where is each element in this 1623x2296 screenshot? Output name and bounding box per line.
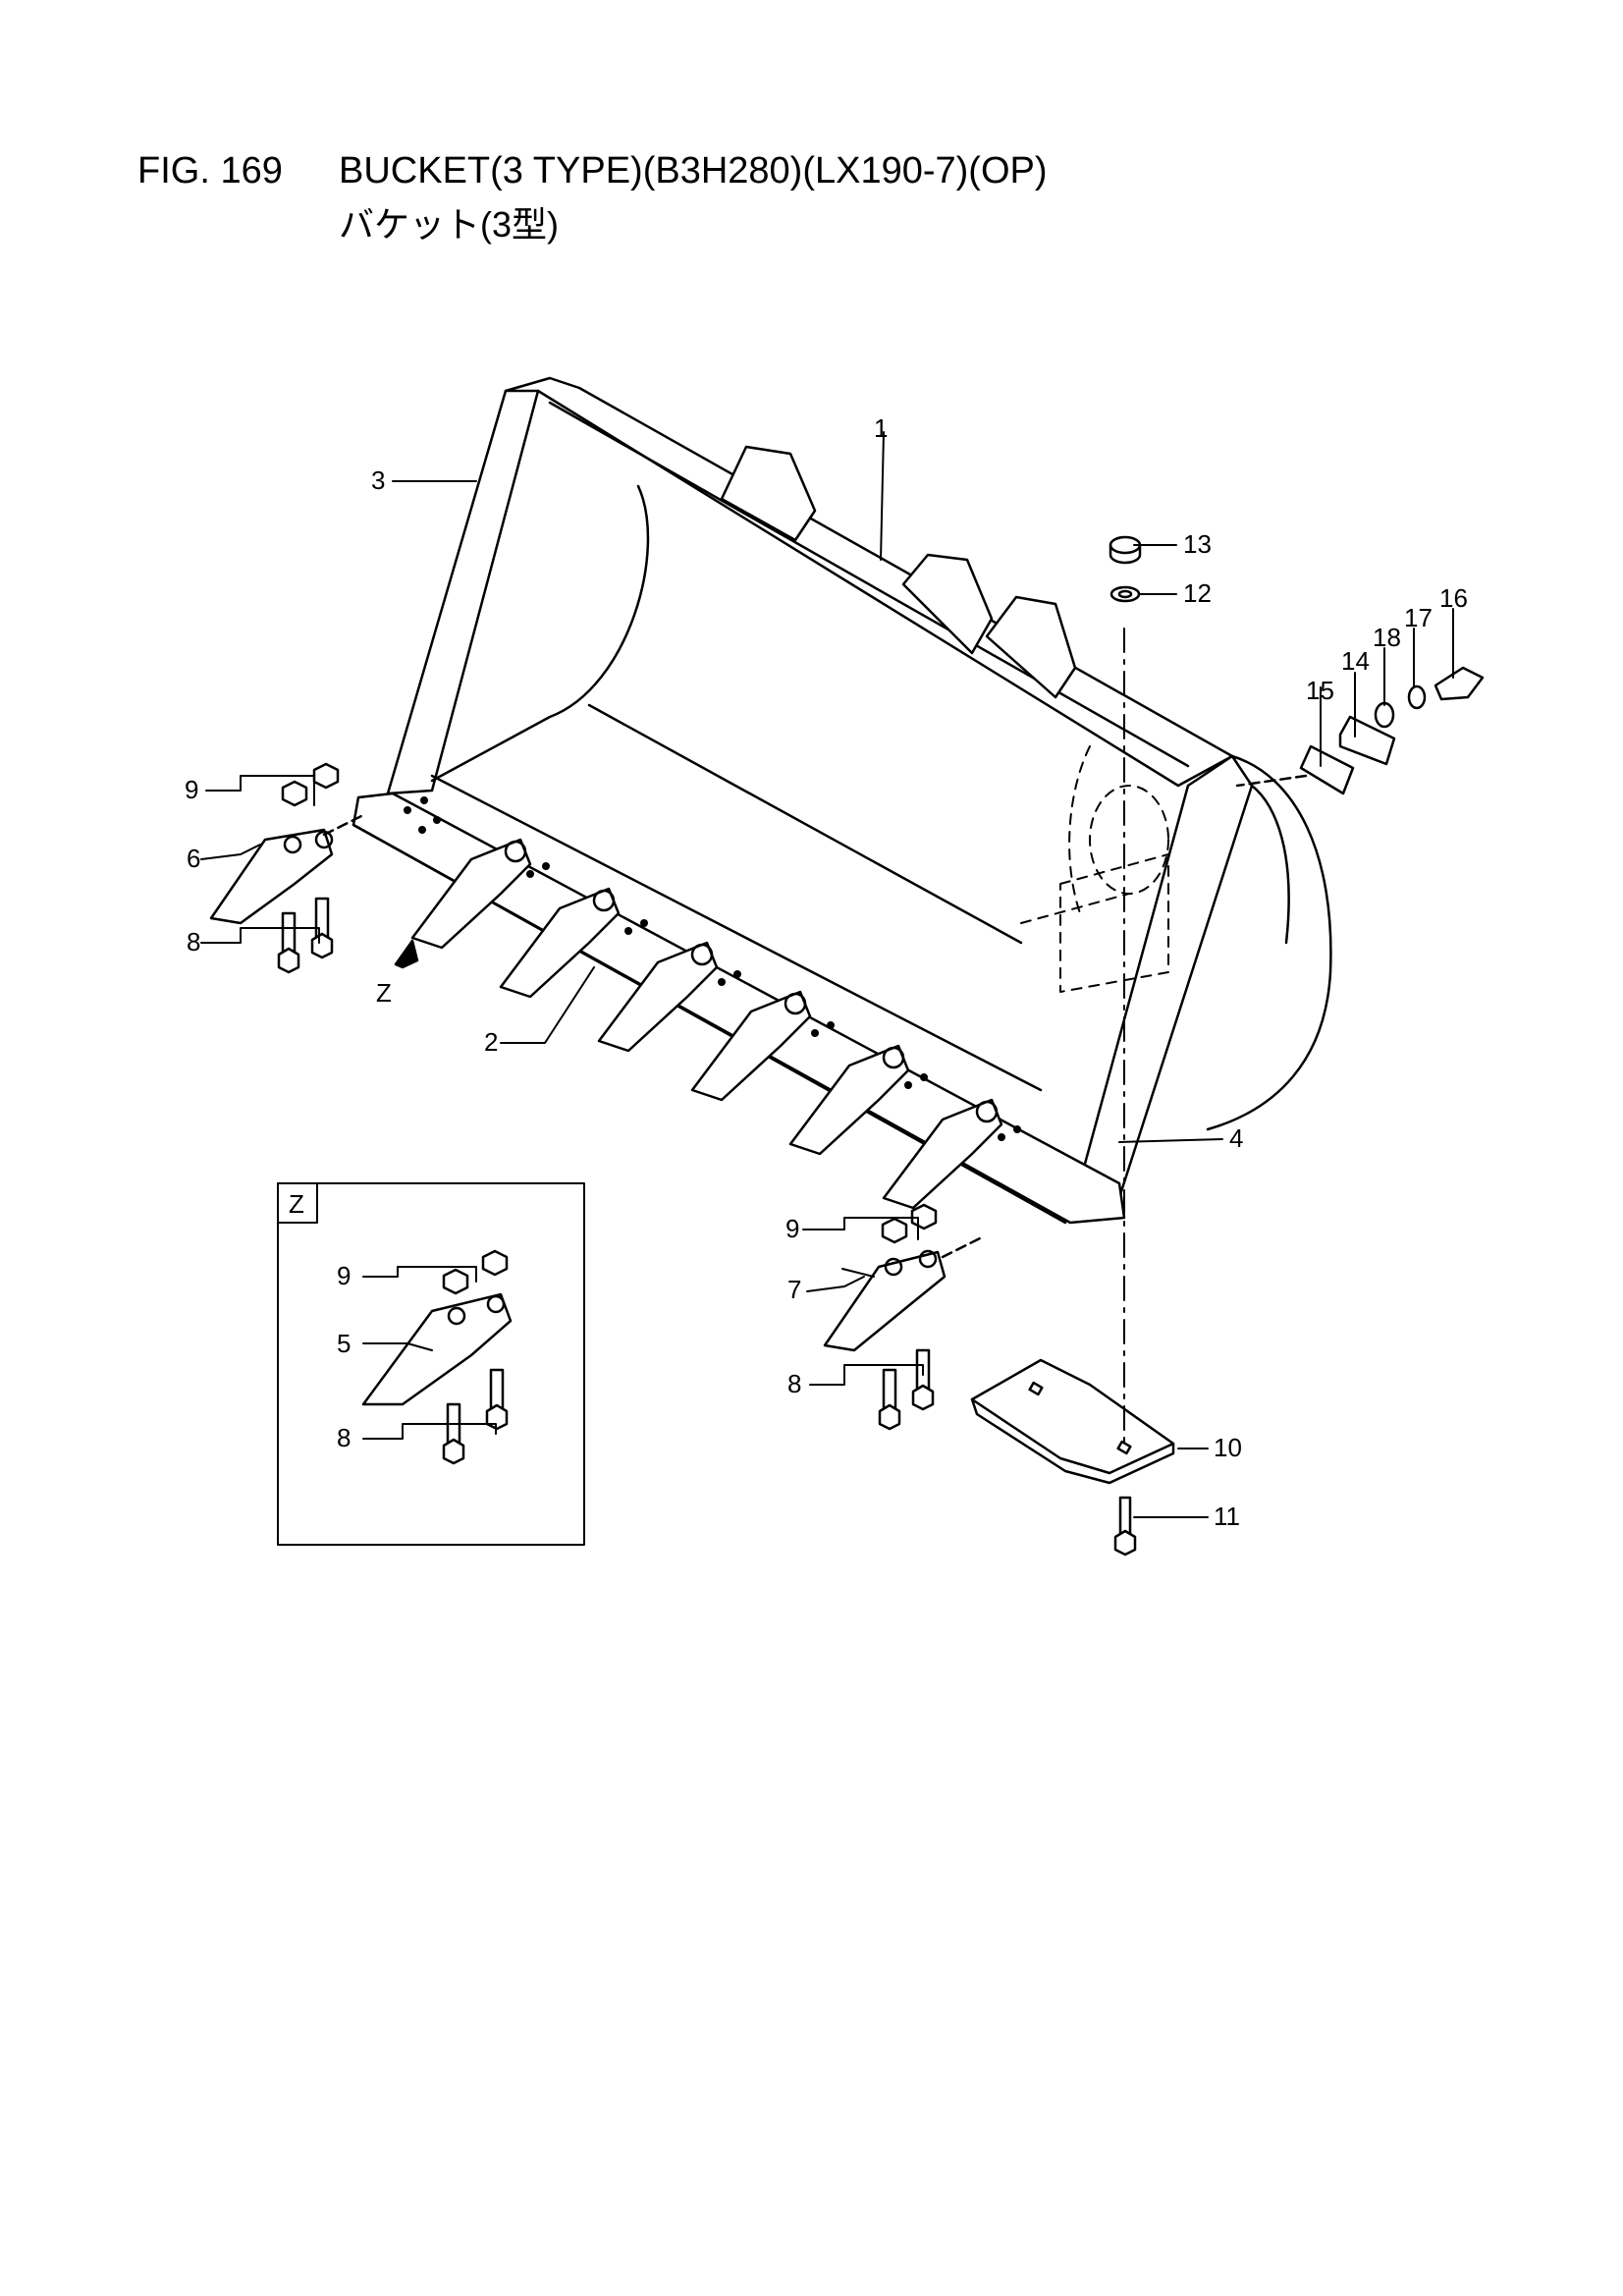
callout-13: 13 bbox=[1183, 529, 1212, 559]
detail-box-label: Z bbox=[289, 1189, 304, 1219]
callout-9-right: 9 bbox=[785, 1214, 799, 1243]
detail-box-z bbox=[277, 1182, 585, 1546]
callout-15: 15 bbox=[1306, 676, 1334, 705]
nut-and-washer bbox=[1109, 535, 1142, 603]
callout-9-detail: 9 bbox=[337, 1261, 351, 1290]
bucket-body bbox=[352, 376, 1332, 1225]
view-z-arrow bbox=[394, 939, 419, 969]
figure-subtitle: バケット(3型) bbox=[339, 204, 559, 245]
edge-holes bbox=[404, 796, 1021, 1141]
callout-2: 2 bbox=[484, 1027, 498, 1057]
right-tooth-assembly bbox=[823, 1203, 984, 1431]
callout-8-right: 8 bbox=[787, 1369, 801, 1398]
callout-5: 5 bbox=[337, 1329, 351, 1358]
view-z-label: Z bbox=[376, 978, 392, 1008]
callout-11: 11 bbox=[1214, 1502, 1240, 1531]
callout-18: 18 bbox=[1373, 623, 1401, 652]
callout-16: 16 bbox=[1439, 583, 1468, 613]
callout-4: 4 bbox=[1229, 1123, 1243, 1153]
callout-10: 10 bbox=[1214, 1433, 1242, 1462]
side-plate-hardware bbox=[1235, 666, 1485, 795]
callout-3: 3 bbox=[371, 465, 385, 495]
callout-9-left: 9 bbox=[185, 775, 198, 804]
callout-numbers: 1 2 3 4 5 6 7 8 8 8 9 9 9 10 11 12 13 14… bbox=[185, 413, 1468, 1531]
wear-plate-assembly bbox=[970, 628, 1175, 1557]
figure-title: BUCKET(3 TYPE)(B3H280)(LX190-7)(OP) bbox=[339, 150, 1048, 191]
bucket-teeth bbox=[410, 838, 1003, 1210]
callout-17: 17 bbox=[1404, 603, 1433, 632]
leader-lines bbox=[200, 431, 1454, 1518]
figure-number: FIG. 169 bbox=[137, 150, 283, 191]
left-tooth-assembly bbox=[209, 762, 365, 974]
callout-1: 1 bbox=[874, 413, 888, 443]
callout-12: 12 bbox=[1183, 578, 1212, 608]
callout-8-left: 8 bbox=[187, 927, 200, 957]
callout-8-detail: 8 bbox=[337, 1423, 351, 1452]
callout-6: 6 bbox=[187, 844, 200, 873]
callout-7: 7 bbox=[787, 1275, 801, 1304]
callout-14: 14 bbox=[1341, 646, 1370, 676]
